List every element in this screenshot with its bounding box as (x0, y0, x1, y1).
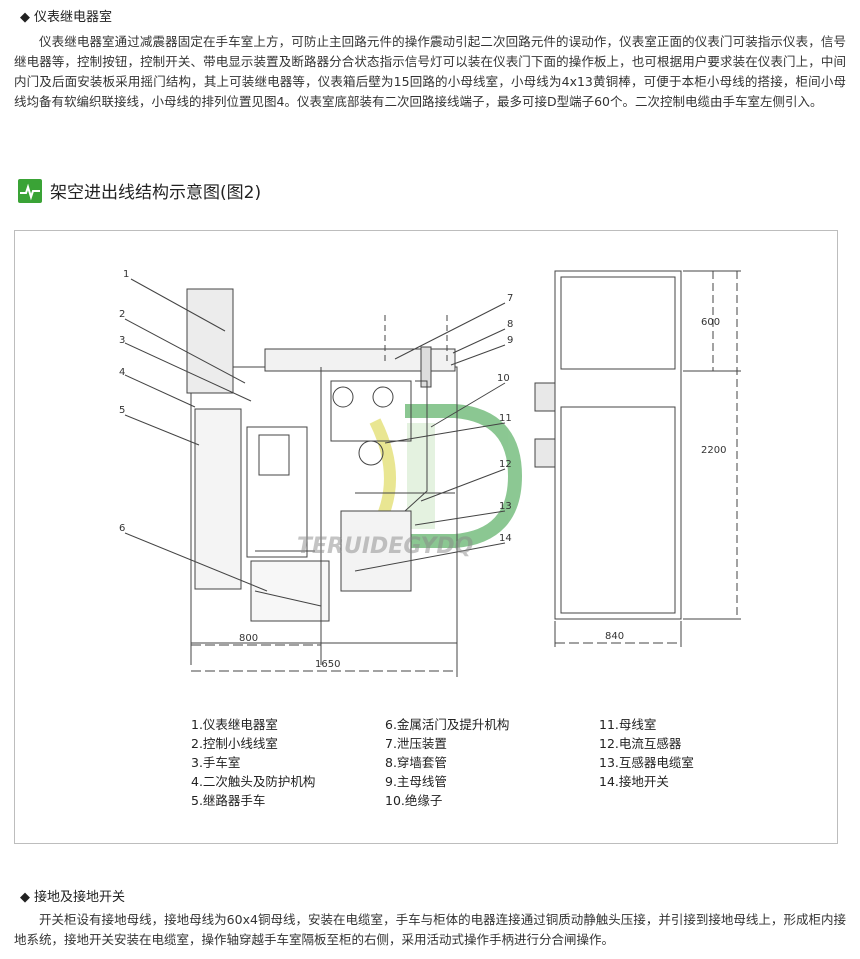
legend-column-2: 6.金属活门及提升机构 7.泄压装置 8.穿墙套管 9.主母线管 10.绝缘子 (385, 715, 509, 810)
callout-14: 14 (499, 533, 512, 544)
front-upper-door (560, 276, 676, 370)
pulse-icon (18, 178, 42, 203)
legend-item: 10.绝缘子 (385, 793, 443, 808)
legend-item: 1.仪表继电器室 (191, 717, 278, 732)
callout-2: 2 (119, 309, 125, 320)
callout-13: 13 (499, 501, 512, 512)
legend-column-3: 11.母线室 12.电流互感器 13.互感器电缆室 14.接地开关 (599, 715, 694, 791)
callout-9: 9 (507, 335, 513, 346)
legend-item: 14.接地开关 (599, 774, 669, 789)
relay-room-box (186, 288, 234, 394)
diamond-bullet-icon: ◆ (20, 890, 30, 905)
callout-3: 3 (119, 335, 125, 346)
callout-10: 10 (497, 373, 510, 384)
callout-8: 8 (507, 319, 513, 330)
callout-7: 7 (507, 293, 513, 304)
legend-item: 4.二次触头及防护机构 (191, 774, 316, 789)
legend-item: 2.控制小线线室 (191, 736, 278, 751)
callout-6: 6 (119, 523, 125, 534)
legend-item: 13.互感器电缆室 (599, 755, 694, 770)
dim-total-height: 2200 (701, 445, 726, 456)
callout-12: 12 (499, 459, 512, 470)
diamond-bullet-icon: ◆ (20, 10, 30, 25)
legend-item: 9.主母线管 (385, 774, 447, 789)
legend-item: 7.泄压装置 (385, 736, 447, 751)
front-lower-door (560, 406, 676, 614)
dim-total-depth: 1650 (315, 659, 340, 670)
cabinet-drawing: 1 2 3 4 5 6 7 8 9 10 11 12 13 14 800 165… (119, 269, 741, 677)
callout-5: 5 (119, 405, 125, 416)
legend-item: 6.金属活门及提升机构 (385, 717, 510, 732)
legend-item: 11.母线室 (599, 717, 657, 732)
top-vent (264, 348, 456, 372)
cabinet-front-outline (554, 270, 682, 620)
structure-diagram: 1 2 3 4 5 6 7 8 9 10 11 12 13 14 800 165… (14, 230, 838, 844)
breaker-truck-box (194, 408, 242, 590)
legend-column-1: 1.仪表继电器室 2.控制小线线室 3.手车室 4.二次触头及防护机构 5.继路… (191, 715, 315, 810)
callout-4: 4 (119, 367, 125, 378)
paragraph-instrument-room: 仪表继电器室通过减震器固定在手车室上方，可防止主回路元件的操作震动引起二次回路元… (14, 34, 846, 109)
legend-item: 12.电流互感器 (599, 736, 682, 751)
callout-1: 1 (123, 269, 129, 280)
section-title-instrument-room: ◆仪表继电器室 (20, 10, 113, 25)
callout-11: 11 (499, 413, 512, 424)
section-title-grounding: ◆接地及接地开关 (20, 890, 126, 905)
legend-item: 8.穿墙套管 (385, 755, 447, 770)
figure-heading: 架空进出线结构示意图(图2) (18, 178, 261, 203)
legend-item: 5.继路器手车 (191, 793, 266, 808)
legend-item: 3.手车室 (191, 755, 241, 770)
dim-right-width: 840 (605, 631, 624, 642)
paragraph-grounding: 开关柜设有接地母线，接地母线为60x4铜母线，安装在电缆室，手车与柜体的电器连接… (14, 912, 846, 947)
dim-top-height: 600 (701, 317, 720, 328)
dim-left-width: 800 (239, 633, 258, 644)
watermark-text: TERUIDEGYDQ (297, 534, 473, 559)
